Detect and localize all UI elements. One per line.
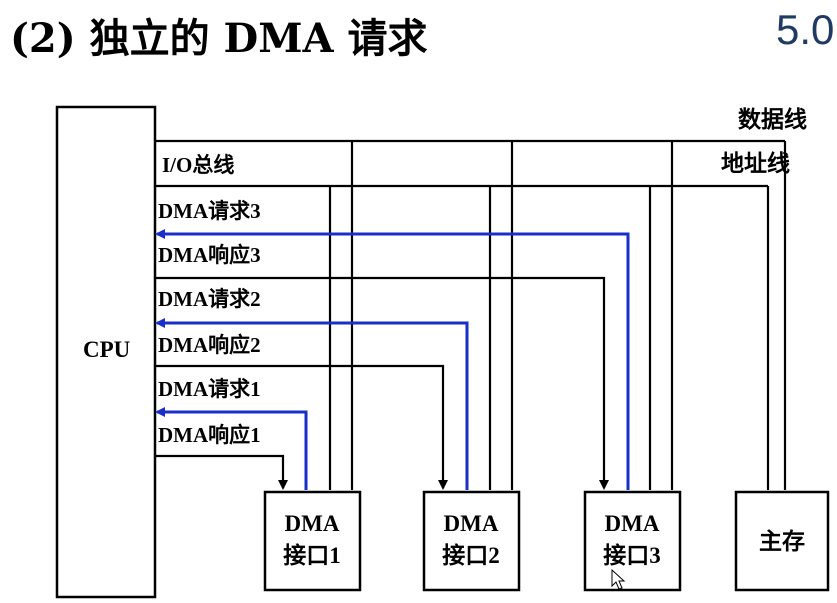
request-line-1 [155, 407, 308, 490]
dma-interface-3-line1: DMA [605, 511, 660, 536]
signal-label-ack3: DMA响应3 [158, 243, 261, 267]
request-line-3 [155, 229, 630, 490]
dma-interface-1 [263, 490, 362, 592]
signal-label-ack1: DMA响应1 [158, 423, 261, 447]
main-memory-label: 主存 [759, 528, 805, 554]
signal-label-ack2: DMA响应2 [158, 333, 261, 357]
dma-interface-1-line2: 接口1 [283, 543, 341, 568]
dma-interface-2 [422, 490, 521, 592]
section-number: 5.0 [776, 6, 835, 53]
request-line-2 [155, 318, 469, 490]
dma-interface-1-line1: DMA [285, 511, 340, 536]
io-bus-label: I/O总线 [162, 153, 234, 177]
signal-label-req3: DMA请求3 [158, 199, 261, 223]
signal-label-req1: DMA请求1 [158, 377, 261, 401]
mouse-cursor-icon [611, 568, 626, 590]
response-line-2 [155, 364, 448, 490]
cpu-block [55, 105, 157, 599]
response-line-1 [155, 454, 288, 490]
slide-title: (2) 独立的 DMA 请求 [10, 15, 428, 62]
response-line-3 [155, 276, 609, 490]
dma-interface-2-line2: 接口2 [442, 543, 500, 568]
address-line-label: 地址线 [721, 150, 790, 176]
signal-label-req2: DMA请求2 [158, 287, 261, 311]
dma-interface-3 [583, 490, 682, 592]
cpu-label: CPU [83, 337, 131, 362]
dma-interface-2-line1: DMA [444, 511, 499, 536]
data-line-label: 数据线 [738, 106, 807, 132]
dma-interface-3-line2: 接口3 [603, 543, 661, 568]
main-memory [734, 490, 830, 592]
